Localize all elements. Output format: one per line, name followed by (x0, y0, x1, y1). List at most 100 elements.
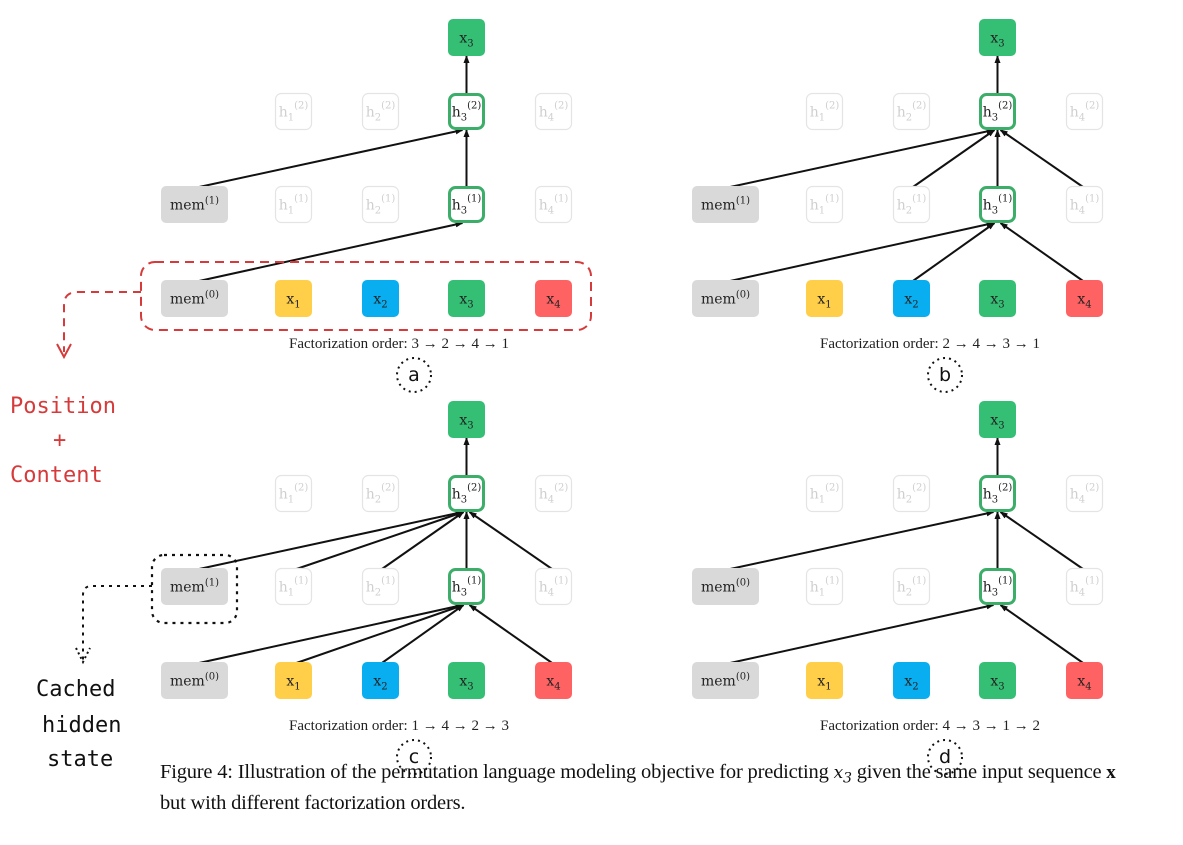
h4-layer1-box (1065, 567, 1104, 606)
mem-label: mem(1) (170, 578, 219, 596)
h2-layer2-box (361, 474, 400, 513)
annotation-cached: Cached (36, 677, 115, 702)
input-x1-box (275, 662, 312, 699)
h1-layer2-box (274, 474, 313, 513)
edge-input-to-h3-1 (468, 604, 555, 665)
edge-layer1-to-h3-2 (293, 511, 465, 571)
node-label: x2 (904, 292, 918, 311)
factorization-order-label: Factorization order: 4 → 3 → 1 → 2 (820, 718, 1040, 734)
input-x4-box (535, 280, 572, 317)
h3-layer2-box (448, 475, 485, 512)
node-label: h2(2) (366, 483, 396, 506)
node-label: h4(2) (539, 483, 569, 506)
black-arrowhead-icon (75, 647, 91, 665)
input-x2-box (893, 280, 930, 317)
node-label: h4(1) (1070, 576, 1100, 599)
mem-middle-box (161, 568, 228, 605)
node-label: h4(2) (1070, 483, 1100, 506)
edge-input-to-h3-1 (194, 221, 464, 283)
input-x4-box (1066, 662, 1103, 699)
mem-bottom-box (161, 662, 228, 699)
panel-letter: c (409, 746, 419, 768)
node-label: h3(2) (983, 483, 1013, 506)
output-x3-box (448, 19, 485, 56)
annotation-plus: + (53, 428, 66, 453)
node-label: h2(2) (897, 101, 927, 124)
node-label: h1(2) (279, 483, 309, 506)
mem-bottom-box (692, 280, 759, 317)
mem-bottom-box (692, 662, 759, 699)
node-label: h2(1) (366, 194, 396, 217)
mem-middle-box (161, 186, 228, 223)
mem-label: mem(0) (701, 290, 750, 308)
input-x3-box (979, 280, 1016, 317)
node-label: h3(1) (983, 194, 1013, 217)
input-x1-box (806, 662, 843, 699)
input-x3-box (448, 662, 485, 699)
node-label: x3 (459, 674, 473, 693)
h1-layer1-box (274, 567, 313, 606)
h3-layer1-box (448, 568, 485, 605)
panel-d: x3h1(2)h2(2)h3(2)h4(2)mem(0)h1(1)h2(1)h3… (692, 401, 1104, 775)
node-label: x1 (817, 292, 831, 311)
node-label: h2(2) (366, 101, 396, 124)
node-label: h4(2) (539, 101, 569, 124)
node-label: h2(1) (897, 194, 927, 217)
panel-c: x3h1(2)h2(2)h3(2)h4(2)mem(1)h1(1)h2(1)h3… (161, 401, 573, 775)
node-label: h4(2) (1070, 101, 1100, 124)
annotation-position: Position (10, 394, 116, 419)
node-label: h3(2) (452, 101, 482, 124)
panel-b: x3h1(2)h2(2)h3(2)h4(2)mem(1)h1(1)h2(1)h3… (692, 19, 1104, 393)
factorization-order-label: Factorization order: 1 → 4 → 2 → 3 (289, 718, 509, 734)
edge-input-to-h3-1 (725, 221, 995, 283)
node-label: h4(1) (539, 194, 569, 217)
node-label: h1(1) (279, 194, 309, 217)
mem-label: mem(0) (701, 578, 750, 596)
mem-label: mem(1) (170, 196, 219, 214)
output-x3-box (979, 401, 1016, 438)
h1-layer2-box (805, 92, 844, 131)
annotation-state: state (47, 747, 113, 772)
input-x3-box (448, 280, 485, 317)
caption-variable: x3 (833, 763, 852, 787)
node-label: x3 (990, 674, 1004, 693)
node-label: x4 (546, 674, 560, 693)
panel-letter-circle (396, 739, 432, 775)
edge-layer1-to-h3-2 (999, 129, 1086, 189)
panel-letter: a (408, 364, 420, 386)
edge-layer1-to-h3-2 (379, 511, 465, 571)
node-label: h1(1) (810, 576, 840, 599)
h3-layer1-box (448, 186, 485, 223)
h4-layer1-box (534, 567, 573, 606)
h4-layer1-box (534, 185, 573, 224)
h2-layer2-box (892, 92, 931, 131)
input-x2-box (362, 662, 399, 699)
h1-layer1-box (805, 567, 844, 606)
h4-layer2-box (534, 92, 573, 131)
node-label: h3(2) (452, 483, 482, 506)
mem-middle-box (692, 568, 759, 605)
factorization-order-label: Factorization order: 3 → 2 → 4 → 1 (289, 336, 509, 352)
h2-layer1-box (361, 185, 400, 224)
input-row-highlight (140, 261, 592, 331)
input-x1-box (275, 280, 312, 317)
edge-input-to-h3-1 (293, 604, 465, 665)
node-label: h3(2) (983, 101, 1013, 124)
node-label: x1 (286, 674, 300, 693)
edge-input-to-h3-1 (194, 603, 464, 665)
edge-layer1-to-h3-2 (910, 129, 996, 189)
h3-layer2-box (448, 93, 485, 130)
node-label: h2(1) (897, 576, 927, 599)
h1-layer2-box (805, 474, 844, 513)
figure-caption: Figure 4: Illustration of the permutatio… (160, 760, 1120, 816)
edge-layer1-to-h3-2 (725, 128, 995, 189)
edge-input-to-h3-1 (379, 604, 465, 665)
factorization-order-label: Factorization order: 2 → 4 → 3 → 1 (820, 336, 1040, 352)
caption-bold-x: x (1106, 762, 1116, 783)
h1-layer1-box (274, 185, 313, 224)
caption-prefix: Figure 4: Illustration of the permutatio… (160, 761, 834, 783)
edge-input-to-h3-1 (725, 603, 995, 665)
node-label: x4 (546, 292, 560, 311)
output-x3-box (979, 19, 1016, 56)
node-label: h1(1) (810, 194, 840, 217)
